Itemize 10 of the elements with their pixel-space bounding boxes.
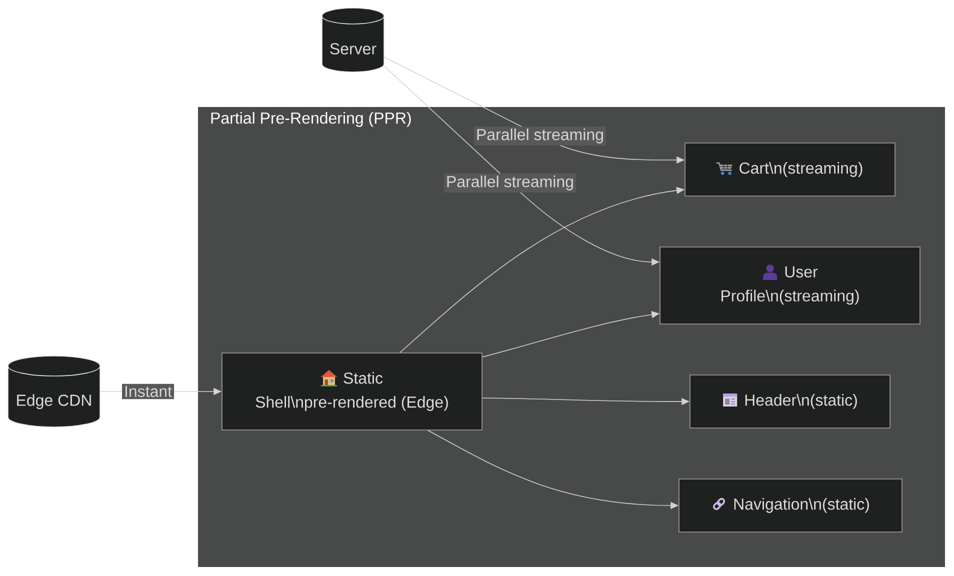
edge-label: Instant xyxy=(122,384,174,400)
component-box: Header\n(static) xyxy=(690,374,890,428)
component-box: Cart\n(streaming) xyxy=(684,142,896,196)
component-box: User Profile\n(streaming) xyxy=(660,246,920,324)
component-box: Navigation\n(static) xyxy=(678,478,902,532)
edge-label: Parallel streaming xyxy=(474,126,606,146)
edge-label: Parallel streaming xyxy=(444,174,576,192)
database-cylinder: Edge CDN xyxy=(8,356,100,428)
component-box: Static Shell\npre-rendered (Edge) xyxy=(222,352,482,430)
database-cylinder: Server xyxy=(322,8,384,72)
